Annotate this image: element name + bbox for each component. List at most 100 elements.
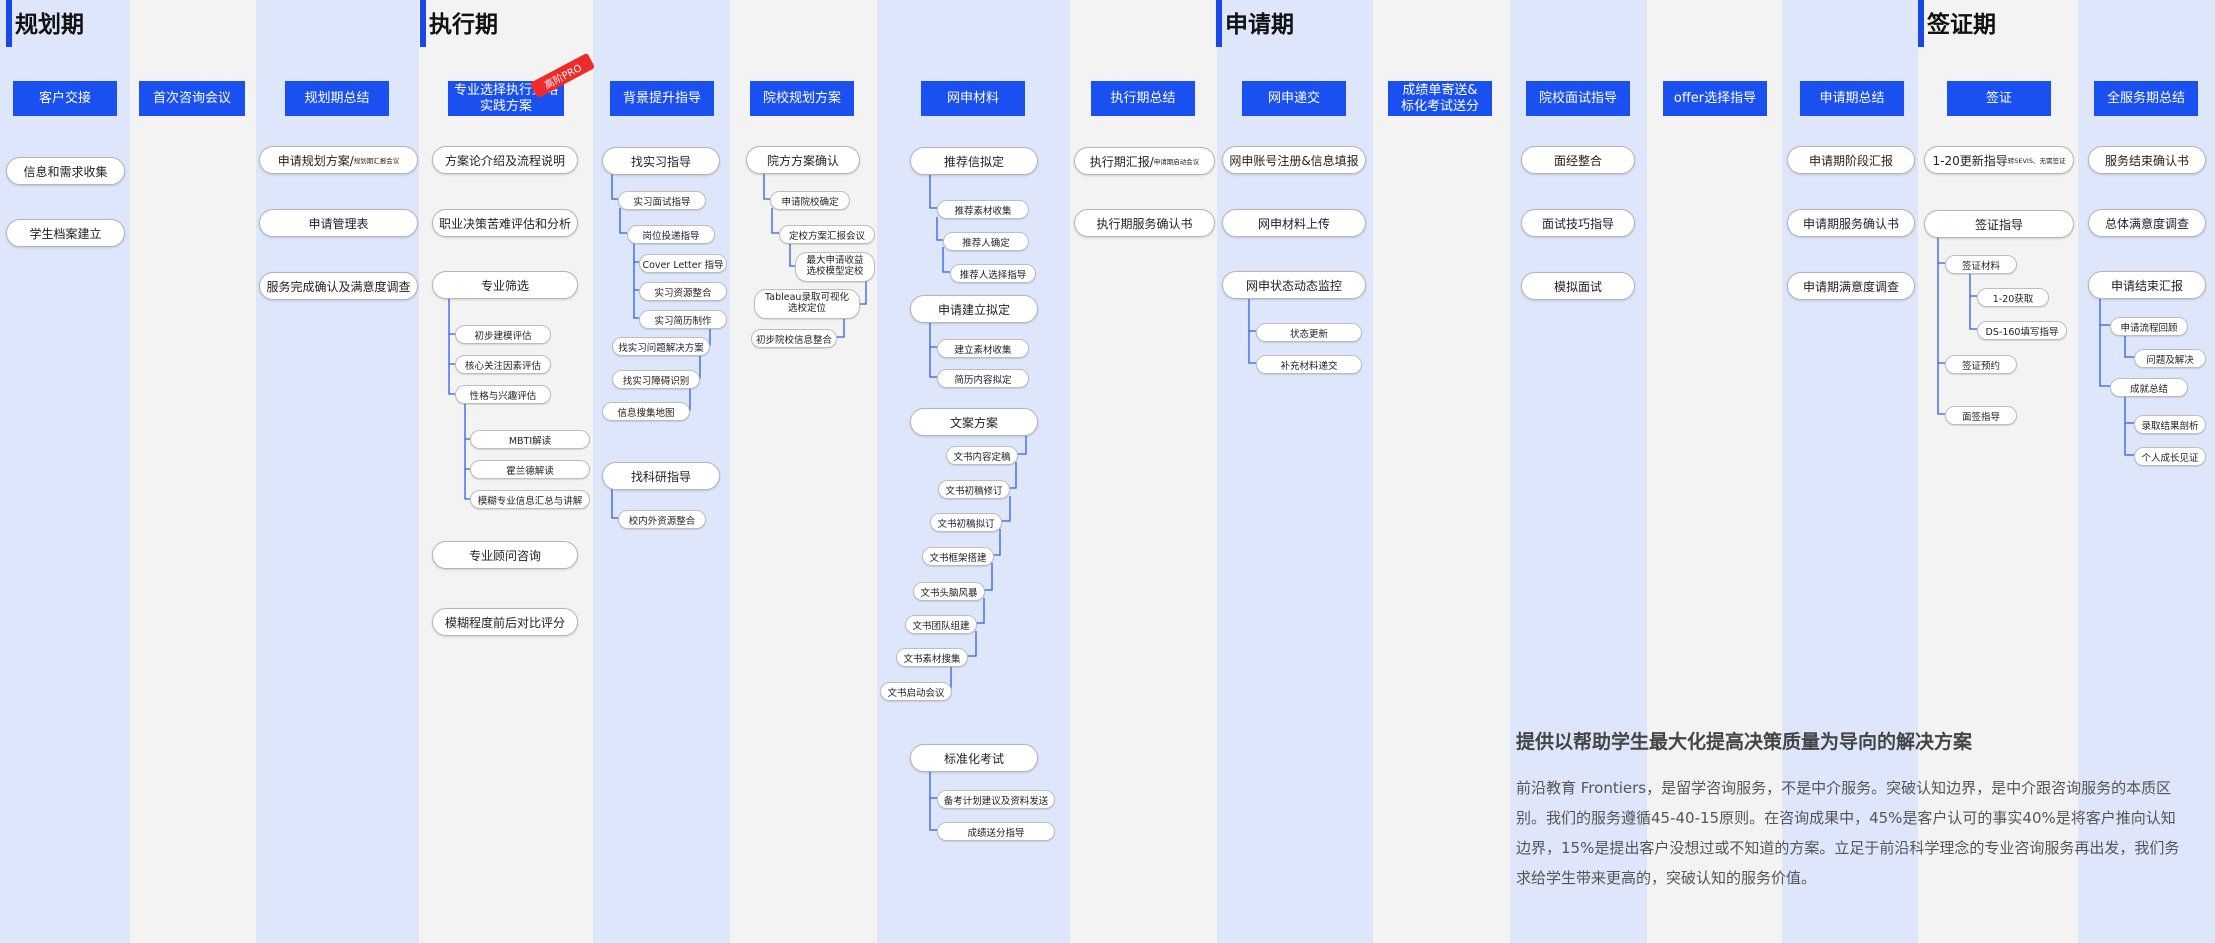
- node-campus-resource: 校内外资源整合: [618, 510, 706, 529]
- node-rec-letter: 推荐信拟定: [910, 147, 1038, 175]
- node-job-apply: 岗位投递指导: [627, 225, 715, 244]
- node-i20-update-sub: 转SEVIS、无需签证: [2007, 157, 2066, 165]
- node-rec-material: 推荐素材收集: [937, 200, 1029, 219]
- node-school-confirm: 院方方案确认: [746, 146, 860, 174]
- node-supplement: 补充材料递交: [1256, 355, 1362, 374]
- node-account-register: 网申账号注册&信息填报: [1222, 146, 1366, 174]
- node-app-stage-report: 申请期阶段汇报: [1787, 146, 1915, 174]
- node-rec-select: 推荐人选择指导: [950, 264, 1036, 283]
- node-app-confirm: 申请期服务确认书: [1787, 209, 1915, 237]
- node-planning-report-text: 申请规划方案/: [277, 153, 354, 168]
- header-school-plan: 院校规划方案: [750, 81, 854, 116]
- node-standard-test: 标准化考试: [910, 744, 1038, 772]
- node-mock-interview: 模拟面试: [1521, 272, 1635, 300]
- node-vague-major: 模糊专业信息汇总与讲解: [470, 490, 590, 509]
- node-interview-collect: 面经整合: [1521, 146, 1635, 174]
- phase-title-execution: 执行期: [420, 0, 498, 47]
- node-resume-build: 申请建立拟定: [910, 295, 1038, 323]
- node-essay-final: 文书内容定稿: [946, 446, 1018, 465]
- node-method-intro: 方案论介绍及流程说明: [432, 146, 578, 174]
- node-career-eval: 职业决策苦难评估和分析: [432, 209, 578, 237]
- node-service-end: 服务结束确认书: [2088, 146, 2206, 174]
- node-essay-revise: 文书初稿修订: [938, 480, 1010, 499]
- node-i20-obtain: 1-20获取: [1977, 288, 2049, 307]
- header-exec-summary: 执行期总结: [1091, 81, 1195, 116]
- node-overall-satisfaction: 总体满意度调查: [2088, 209, 2206, 237]
- node-essay-team: 文书团队组建: [905, 615, 977, 634]
- node-tableau: Tableau录取可视化 选校定位: [754, 289, 860, 319]
- node-recommender: 推荐人确定: [943, 232, 1029, 251]
- node-holland: 霍兰德解读: [470, 460, 590, 479]
- node-mbti: MBTI解读: [470, 430, 590, 449]
- node-max-benefit-line1: 最大申请收益: [806, 255, 864, 267]
- node-essay-frame: 文书框架搭建: [922, 547, 994, 566]
- header-first-meeting: 首次咨询会议: [139, 81, 245, 116]
- node-service-confirm: 服务完成确认及满意度调查: [259, 272, 418, 300]
- node-internship: 找实习指导: [602, 147, 720, 175]
- node-personality: 性格与兴趣评估: [455, 385, 551, 404]
- node-max-benefit-line2: 选校模型定校: [806, 266, 864, 277]
- node-planning-report: 申请规划方案/规划期汇报会议: [259, 146, 418, 174]
- node-essay-plan: 文案方案: [910, 408, 1038, 436]
- promo-description: 前沿教育 Frontiers，是留学咨询服务，不是中介服务。突破认知边界，是中介…: [1516, 779, 2180, 887]
- node-resume-content: 简历内容拟定: [937, 369, 1029, 388]
- node-info-map: 信息搜集地图: [602, 402, 690, 421]
- header-transcript: 成绩单寄送& 标化考试送分: [1388, 81, 1492, 116]
- header-online-submit: 网申递交: [1242, 81, 1346, 116]
- node-essay-material: 文书素材搜集: [896, 648, 968, 667]
- node-visa-appointment: 签证预约: [1945, 355, 2017, 374]
- node-school-info: 初步院校信息整合: [751, 329, 837, 348]
- node-admission-analysis: 录取结果剖析: [2134, 415, 2206, 434]
- node-exec-report-text: 执行期汇报/: [1089, 154, 1154, 169]
- node-test-prep: 备考计划建议及资料发送: [937, 790, 1055, 809]
- node-exec-report: 执行期汇报/申请期启动会议: [1074, 147, 1215, 175]
- header-major-strategy: 专业选择执行策略 实践方案: [448, 81, 564, 116]
- header-transcript-line1: 成绩单寄送&: [1402, 82, 1478, 98]
- node-planning-report-sub: 规划期汇报会议: [353, 157, 400, 165]
- node-essay-kickoff: 文书启动会议: [880, 682, 952, 701]
- node-i20-update-text: 1-20更新指导: [1932, 153, 2008, 168]
- column-bg: [1373, 0, 1510, 943]
- promo-title: 提供以帮助学生最大化提高决策质量为导向的解决方案: [1516, 731, 1973, 753]
- node-essay-brainstorm: 文书头脑风暴: [913, 582, 985, 601]
- node-process-review: 申请流程回顾: [2110, 317, 2188, 336]
- node-material-upload: 网申材料上传: [1222, 209, 1366, 237]
- node-visa-guide: 签证指导: [1924, 210, 2074, 238]
- node-intern-obstacle: 找实习障碍识别: [612, 370, 700, 389]
- node-status-update: 状态更新: [1256, 323, 1362, 342]
- node-visa-interview: 面签指导: [1945, 406, 2017, 425]
- node-school-meeting: 定校方案汇报会议: [779, 225, 875, 244]
- node-app-mgmt-table: 申请管理表: [259, 209, 418, 237]
- node-i20-update: 1-20更新指导转SEVIS、无需签证: [1924, 146, 2074, 174]
- phase-title-visa: 签证期: [1918, 0, 1996, 47]
- node-exec-report-sub: 申请期启动会议: [1153, 158, 1200, 166]
- node-essay-draft: 文书初稿拟订: [930, 513, 1002, 532]
- node-cover-letter: Cover Letter 指导: [639, 254, 727, 273]
- node-core-factors: 核心关注因素评估: [455, 355, 551, 374]
- node-research: 找科研指导: [602, 462, 720, 490]
- node-interview-skill: 面试技巧指导: [1521, 209, 1635, 237]
- node-tableau-line2: 选校定位: [787, 303, 826, 314]
- node-max-benefit: 最大申请收益 选校模型定校: [795, 252, 875, 282]
- phase-title-application: 申请期: [1216, 0, 1294, 47]
- node-app-satisfaction: 申请期满意度调查: [1787, 272, 1915, 300]
- header-major-strategy-line2: 实践方案: [479, 98, 532, 114]
- header-background: 背景提升指导: [610, 81, 714, 116]
- node-vague-compare: 模糊程度前后对比评分: [432, 608, 578, 636]
- header-client-handover: 客户交接: [13, 81, 117, 116]
- node-intern-interview: 实习面试指导: [618, 191, 706, 210]
- header-transcript-line2: 标化考试送分: [1400, 98, 1479, 114]
- node-target-schools: 申请院校确定: [770, 191, 850, 210]
- node-info-collection: 信息和需求收集: [6, 157, 125, 185]
- column-bg: [130, 0, 256, 943]
- node-initial-model: 初步建模评估: [455, 325, 551, 344]
- node-resume-material: 建立素材收集: [937, 339, 1029, 358]
- node-major-screen: 专业筛选: [432, 271, 578, 299]
- node-ds160: DS-160填写指导: [1977, 321, 2067, 340]
- node-growth: 个人成长见证: [2134, 447, 2206, 466]
- header-materials: 网申材料: [921, 81, 1025, 116]
- node-intern-resume: 实习简历制作: [639, 310, 727, 329]
- node-status-monitor: 网申状态动态监控: [1222, 271, 1366, 299]
- node-visa-material: 签证材料: [1945, 255, 2017, 274]
- node-app-end-report: 申请结束汇报: [2088, 271, 2206, 299]
